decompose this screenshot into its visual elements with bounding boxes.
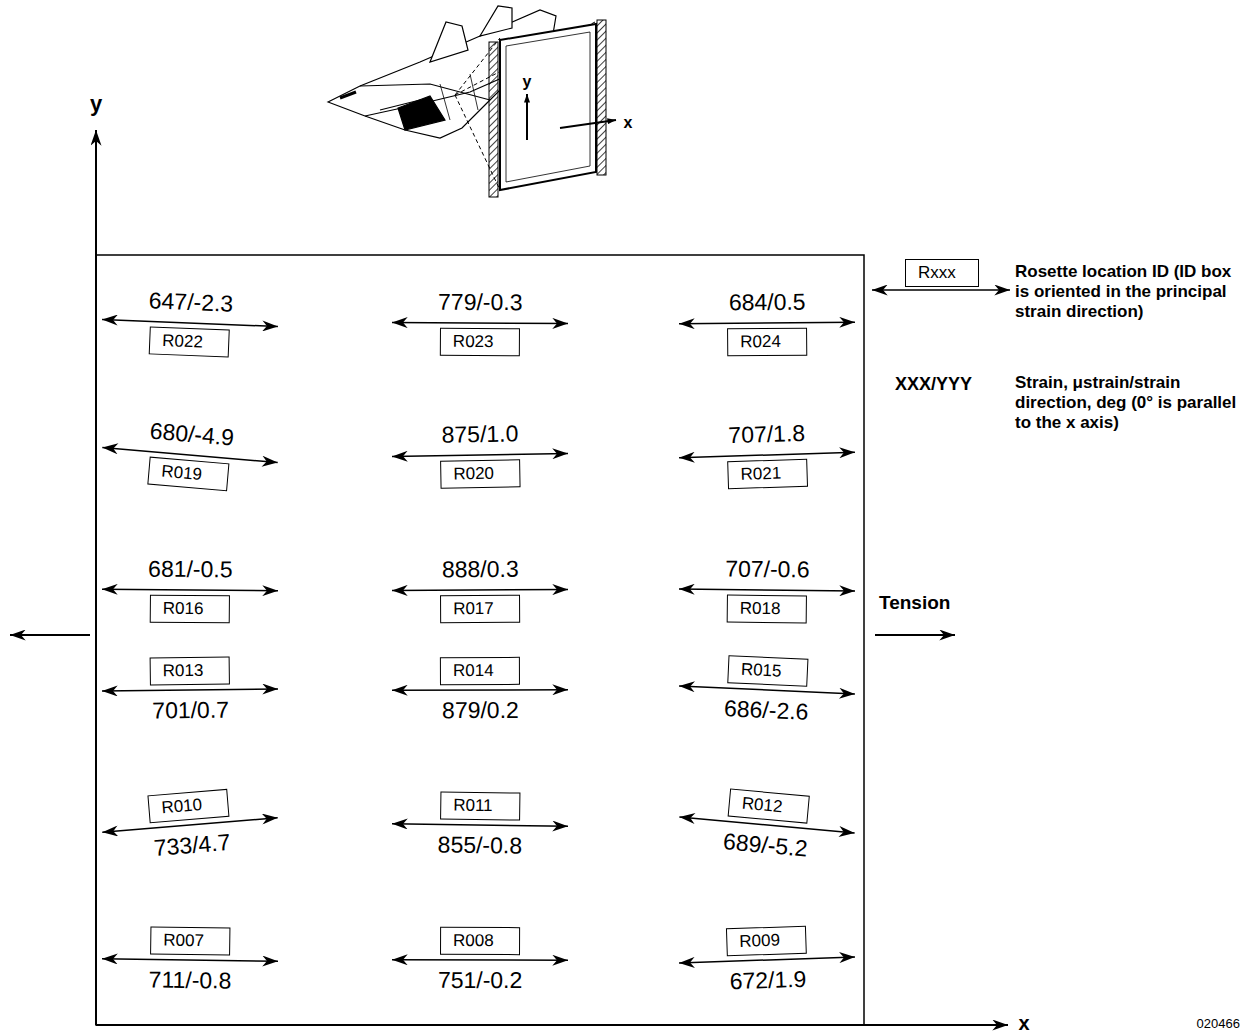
rosette-id: R015 bbox=[740, 660, 795, 682]
rosette-id-box: R011 bbox=[440, 791, 520, 820]
load-label: Tension bbox=[879, 592, 950, 614]
figure-number: 020466 bbox=[1197, 1016, 1240, 1031]
axis-label: x bbox=[1018, 1012, 1029, 1036]
rosette-id: R009 bbox=[739, 930, 794, 952]
legend-note: Rosette location ID (ID box is oriented … bbox=[1015, 262, 1241, 322]
rosette-id-box: R009 bbox=[726, 926, 807, 957]
rosette-id-box: R014 bbox=[440, 657, 520, 685]
strain-value: 707/-0.6 bbox=[725, 557, 810, 583]
rosette-id: R010 bbox=[161, 794, 216, 818]
rosette-id-box: R012 bbox=[728, 789, 810, 824]
strain-value: 751/-0.2 bbox=[438, 968, 522, 994]
rosette-id-box: R010 bbox=[147, 789, 229, 823]
strain-arrow bbox=[679, 686, 855, 694]
strain-value: 681/-0.5 bbox=[148, 557, 233, 583]
strain-value: 875/1.0 bbox=[441, 422, 518, 449]
rosette-id-box: R017 bbox=[440, 595, 520, 623]
strain-value: 686/-2.6 bbox=[723, 696, 808, 725]
rosette-id: Rxxx bbox=[918, 263, 966, 283]
strain-arrow bbox=[102, 319, 278, 326]
strain-value: 779/-0.3 bbox=[438, 290, 523, 316]
strain-value: 879/0.2 bbox=[442, 698, 519, 724]
strain-arrow bbox=[679, 452, 855, 458]
legend-note: XXX/YYY bbox=[895, 374, 972, 395]
strain-value: 701/0.7 bbox=[152, 698, 229, 724]
rosette-id: R007 bbox=[163, 931, 217, 952]
strain-value: 888/0.3 bbox=[441, 557, 518, 583]
rosette-id: R022 bbox=[162, 331, 217, 353]
rosette-id-box: R013 bbox=[150, 657, 230, 686]
strain-arrow bbox=[102, 959, 278, 961]
rosette-id-box: R020 bbox=[440, 459, 520, 488]
strain-arrow bbox=[679, 322, 855, 324]
rosette-id-box: R019 bbox=[147, 457, 229, 492]
test-panel bbox=[96, 255, 864, 1025]
rosette-id: R014 bbox=[453, 661, 507, 681]
rosette-id-box: R023 bbox=[440, 328, 520, 356]
strain-arrow bbox=[679, 957, 855, 963]
rosette-id-box: Rxxx bbox=[905, 259, 979, 287]
strain-arrow bbox=[392, 959, 568, 961]
rosette-id: R008 bbox=[453, 931, 507, 951]
rosette-id: R020 bbox=[453, 464, 507, 485]
strain-arrow bbox=[102, 689, 278, 691]
rosette-id: R016 bbox=[163, 599, 217, 619]
rosette-id-box: R016 bbox=[150, 595, 230, 624]
strain-arrow bbox=[392, 453, 568, 456]
strain-arrow bbox=[392, 689, 568, 691]
strain-arrow bbox=[392, 824, 568, 826]
legend-arrow bbox=[872, 289, 1010, 291]
rosette-id-box: R007 bbox=[150, 926, 230, 955]
strain-arrow bbox=[679, 589, 855, 591]
rosette-id-box: R022 bbox=[149, 326, 230, 357]
axis-label: y bbox=[90, 91, 102, 117]
strain-value: 680/-4.9 bbox=[149, 419, 235, 451]
rosette-id: R018 bbox=[740, 599, 794, 620]
tension-arrow bbox=[10, 634, 90, 636]
rosette-id: R023 bbox=[453, 332, 507, 352]
tension-arrow bbox=[875, 634, 955, 636]
rosette-id-box: R008 bbox=[440, 927, 520, 955]
inset-axis-label: y bbox=[523, 73, 532, 92]
strain-value: 711/-0.8 bbox=[148, 968, 231, 994]
rosette-id: R013 bbox=[163, 661, 217, 682]
rosette-id: R024 bbox=[740, 332, 794, 352]
rosette-id: R021 bbox=[740, 463, 795, 485]
strain-value: 672/1.9 bbox=[729, 967, 807, 995]
rosette-id-box: R021 bbox=[727, 459, 808, 489]
strain-value: 733/4.7 bbox=[152, 830, 231, 862]
strain-arrow bbox=[102, 589, 278, 591]
legend-note: Strain, μstrain/strain direction, deg (0… bbox=[1015, 373, 1241, 433]
rosette-id: R011 bbox=[453, 796, 507, 817]
strain-value: 855/-0.8 bbox=[437, 833, 522, 859]
strain-arrow bbox=[392, 322, 568, 324]
rosette-id: R012 bbox=[741, 794, 797, 819]
rosette-id: R017 bbox=[453, 599, 507, 619]
rosette-id-box: R015 bbox=[727, 655, 808, 687]
strain-value: 647/-2.3 bbox=[148, 289, 233, 318]
strain-value: 707/1.8 bbox=[728, 421, 806, 449]
rosette-id-box: R018 bbox=[727, 595, 807, 624]
rosette-id: R019 bbox=[161, 462, 217, 487]
inset-panel bbox=[455, 20, 616, 197]
inset-axis-label: x bbox=[624, 114, 633, 133]
strain-value: 689/-5.2 bbox=[722, 829, 808, 862]
rosette-id-box: R024 bbox=[727, 328, 807, 357]
strain-arrow bbox=[392, 589, 568, 591]
strain-value: 684/0.5 bbox=[728, 290, 805, 316]
